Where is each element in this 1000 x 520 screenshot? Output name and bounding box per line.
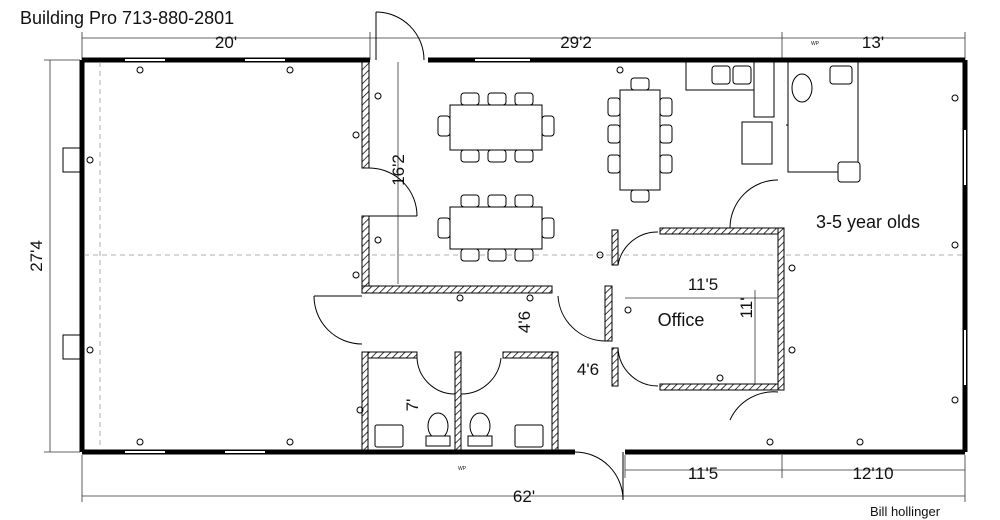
wp-mark-top: WP bbox=[811, 41, 820, 47]
dim-top-middle: 29'2 bbox=[560, 33, 592, 52]
dim-hall-width: 16'2 bbox=[389, 154, 408, 186]
dim-corridor-right: 4'6 bbox=[577, 360, 599, 379]
dining-table-2 bbox=[437, 194, 555, 262]
interior-walls bbox=[361, 61, 785, 451]
top-dimension-line bbox=[81, 32, 966, 60]
kitchen-counter bbox=[685, 61, 861, 183]
dining-table-3 bbox=[607, 77, 673, 203]
room-label-office: Office bbox=[658, 310, 705, 330]
dining-table-1 bbox=[437, 92, 555, 163]
dim-top-right: 13' bbox=[862, 33, 884, 52]
dim-office-depth: 11' bbox=[737, 298, 756, 319]
dim-bottom-middle: 11'5 bbox=[688, 464, 718, 483]
dim-restroom-depth: 7' bbox=[403, 399, 422, 412]
dim-office-width: 11'5 bbox=[688, 275, 718, 294]
dim-top-left: 20' bbox=[215, 33, 237, 52]
dim-left-side: 27'4 bbox=[27, 240, 46, 272]
exterior-walls bbox=[62, 57, 968, 455]
room-label-classroom: 3-5 year olds bbox=[816, 212, 920, 232]
company-contact: Building Pro 713-880-2801 bbox=[20, 8, 234, 28]
restroom-fixtures bbox=[374, 412, 544, 448]
wp-mark-bottom: WP bbox=[458, 466, 467, 472]
bottom-dimension-line bbox=[81, 455, 966, 502]
left-dimension-line bbox=[44, 59, 80, 453]
top-entry-door[interactable] bbox=[375, 11, 425, 61]
dim-bottom-right: 12'10 bbox=[852, 464, 893, 483]
dim-overall-length: 62' bbox=[513, 487, 535, 506]
dim-corridor: 4'6 bbox=[515, 311, 534, 333]
author-credit: Bill hollinger bbox=[870, 504, 941, 519]
electrical-outlets bbox=[86, 66, 959, 446]
